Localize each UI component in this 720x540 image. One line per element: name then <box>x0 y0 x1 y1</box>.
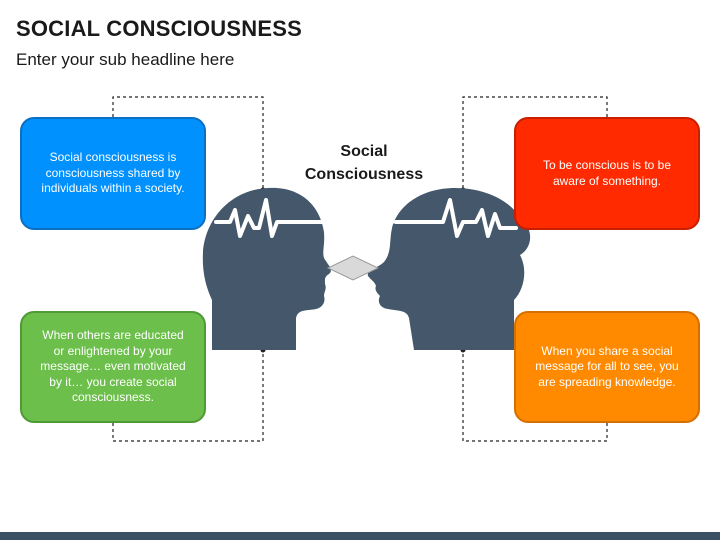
female-heartbeat-line <box>394 198 518 238</box>
connector-bottom-right <box>462 350 608 442</box>
connector-bottom-left <box>112 350 264 442</box>
info-box-educated: When others are educated or enlightened … <box>20 311 206 423</box>
info-box-text: To be conscious is to be aware of someth… <box>542 158 672 188</box>
info-box-text: Social consciousness is consciousness sh… <box>41 150 185 196</box>
info-box-text: When others are educated or enlightened … <box>40 328 186 405</box>
male-heartbeat-line <box>214 198 326 238</box>
center-diamond <box>326 255 380 281</box>
info-box-text: When you share a social message for all … <box>535 343 679 389</box>
female-head-icon <box>367 188 531 350</box>
connector-top-right <box>462 96 608 190</box>
info-box-conscious: To be conscious is to be aware of someth… <box>514 117 700 230</box>
page-subtitle: Enter your sub headline here <box>16 50 235 69</box>
info-box-social-consciousness: Social consciousness is consciousness sh… <box>20 117 206 230</box>
page-title: SOCIAL CONSCIOUSNESS <box>16 16 302 41</box>
info-box-share-message: When you share a social message for all … <box>514 311 700 423</box>
male-head-icon <box>202 187 331 350</box>
connector-top-left <box>112 96 264 190</box>
center-label: Social Consciousness <box>304 143 424 183</box>
footer-bar <box>0 532 720 540</box>
